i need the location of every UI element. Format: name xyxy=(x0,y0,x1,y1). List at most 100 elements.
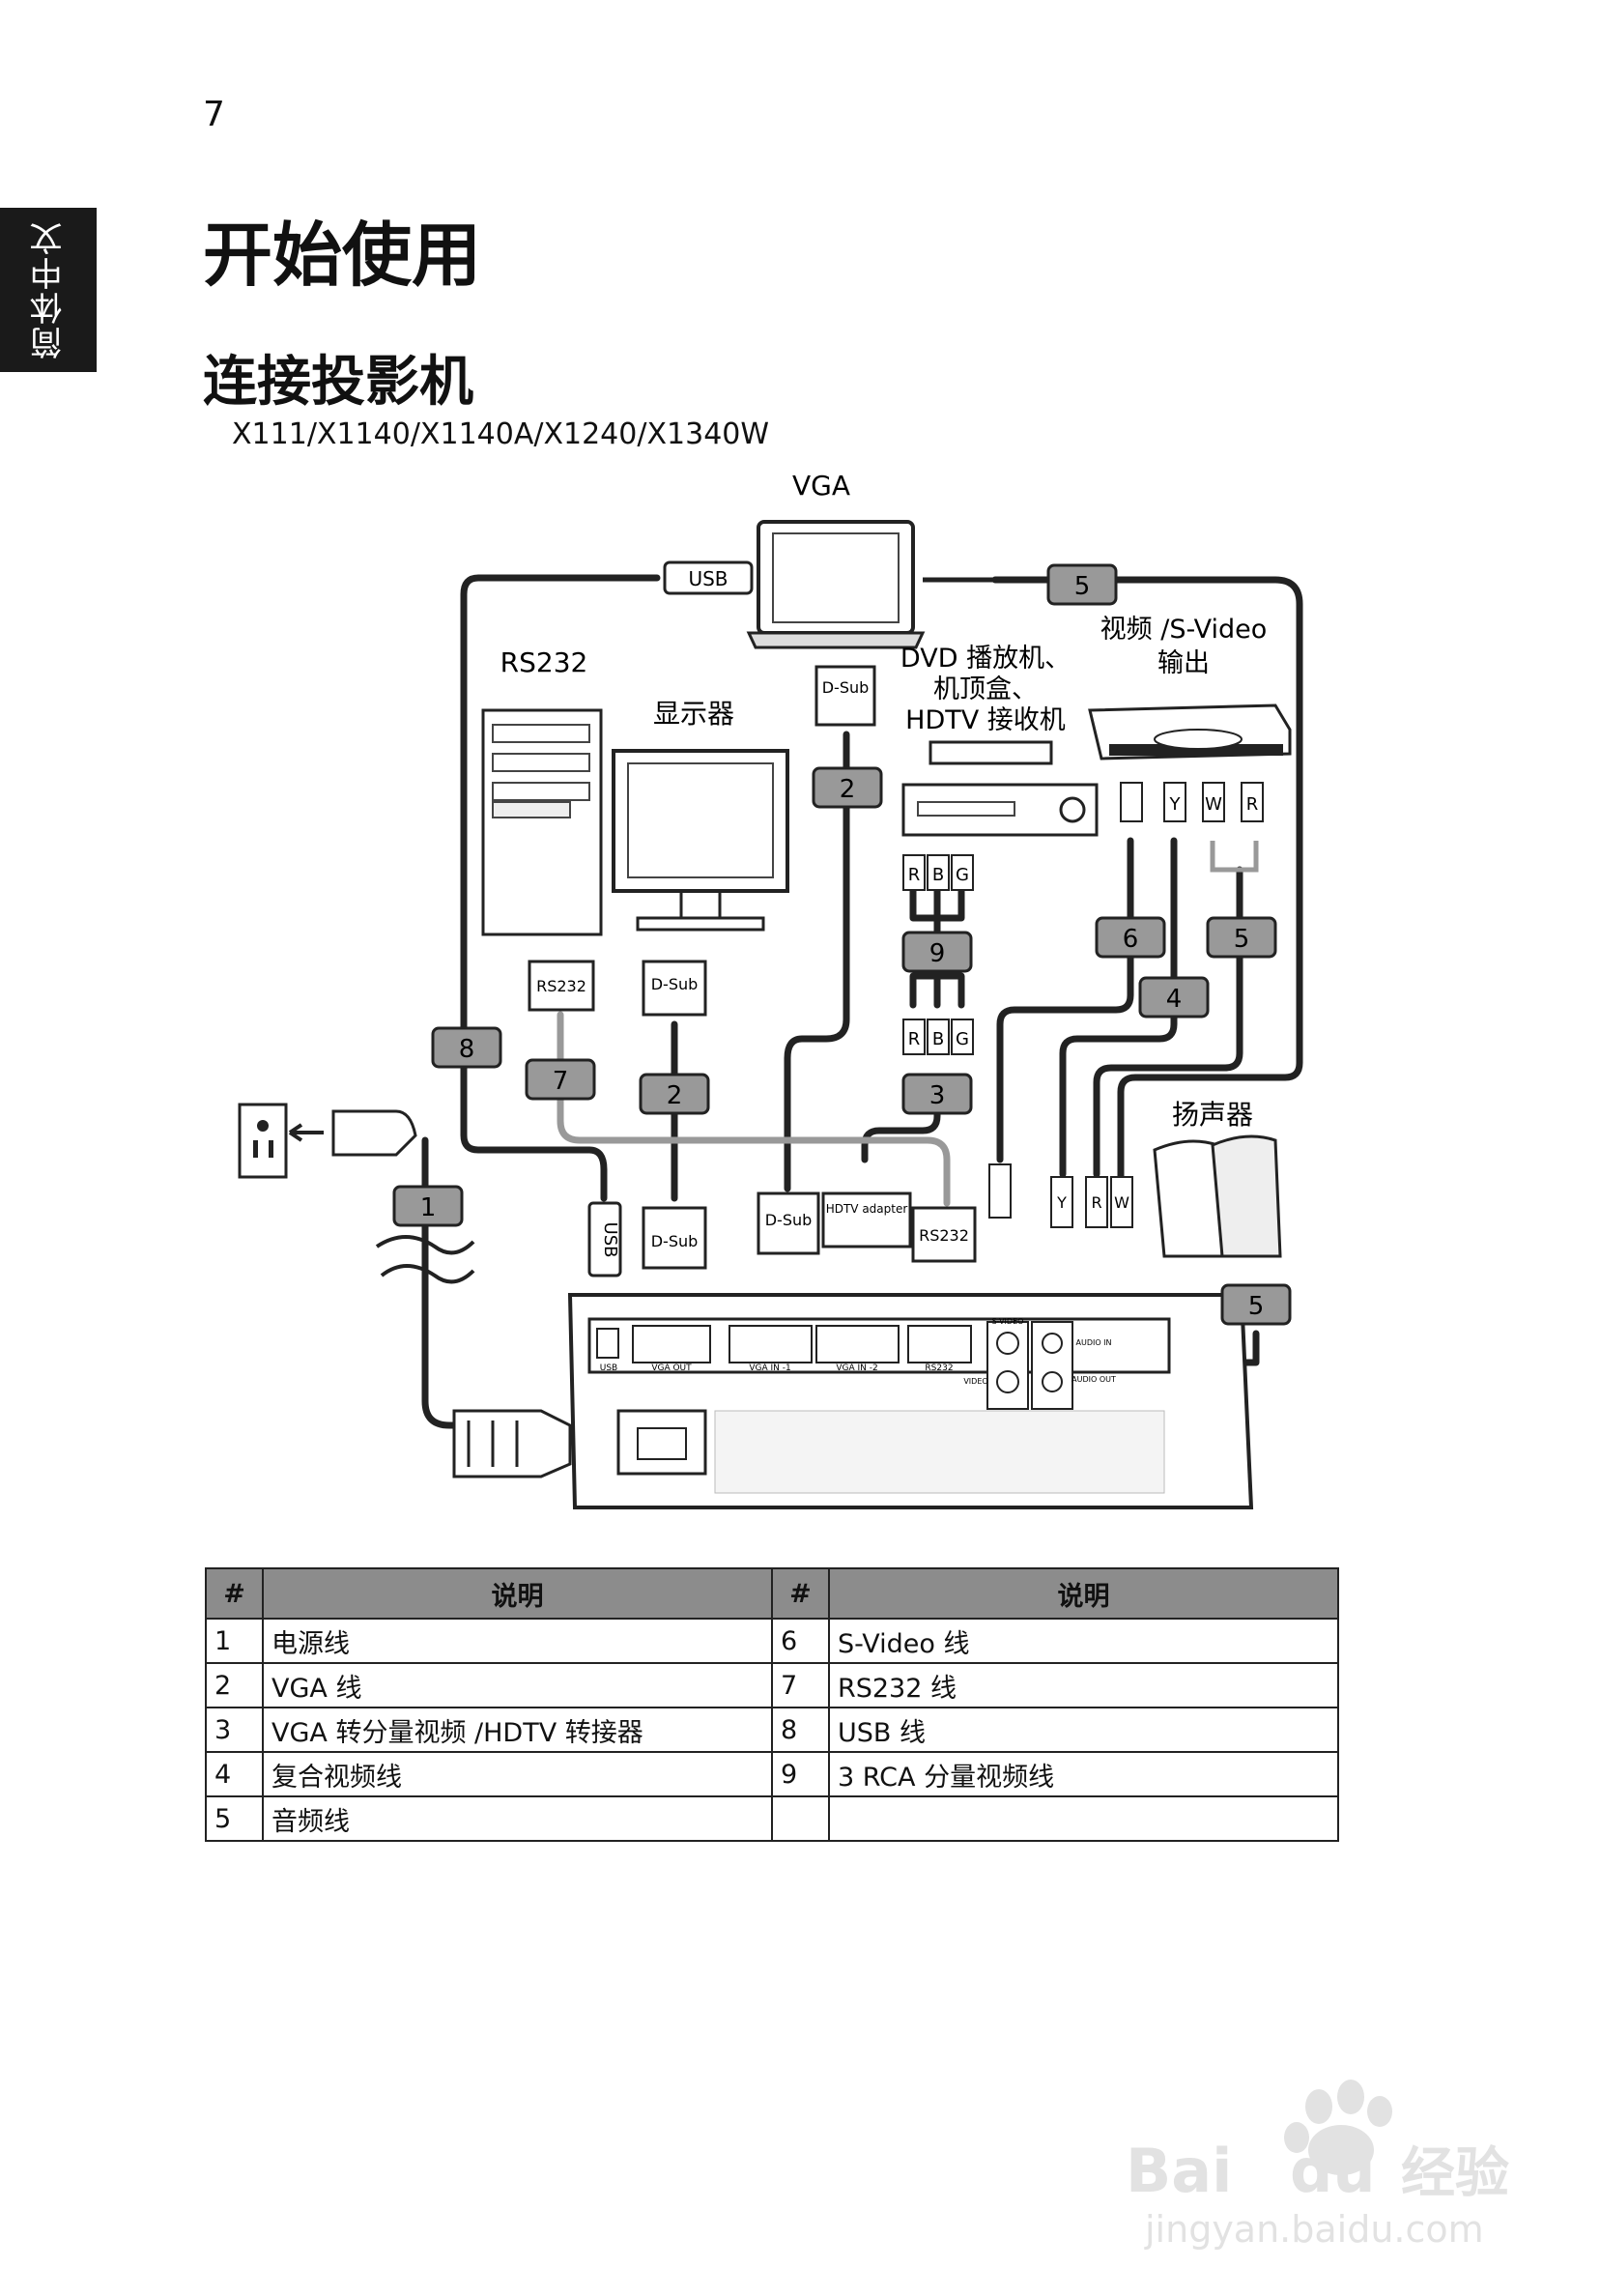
plug-r-label: R xyxy=(1246,794,1259,815)
usb-plug-top: USB xyxy=(663,560,754,595)
watermark-brand: Bai xyxy=(1126,2136,1232,2206)
port-audio-out: AUDIO OUT xyxy=(1071,1375,1116,1384)
plug-w-label: W xyxy=(1205,794,1222,815)
composite-cable xyxy=(1059,837,1178,1178)
callout-8-label: 8 xyxy=(459,1035,475,1064)
callout-5-mid: 5 xyxy=(1206,916,1277,959)
rs232-label: RS232 xyxy=(500,646,588,678)
legend-desc: USB 线 xyxy=(827,1707,1340,1753)
callout-5-top-label: 5 xyxy=(1074,572,1091,601)
callout-1-label: 1 xyxy=(420,1193,437,1222)
plug-y-label: Y xyxy=(1169,794,1182,815)
connection-diagram: VGA USB RS232 显示器 D-Sub DVD 播放机、 机顶盒、 HD… xyxy=(238,470,1303,1509)
rs232-cable xyxy=(557,1011,951,1207)
composite-audio-plugs: Y R W xyxy=(1050,1176,1133,1228)
legend-header-desc: 说明 xyxy=(262,1567,773,1620)
callout-5-bottom: 5 xyxy=(1220,1283,1292,1326)
callout-9-label: 9 xyxy=(929,939,946,968)
callout-5-top: 5 xyxy=(1046,563,1118,606)
composite-plug-y-label: Y xyxy=(1056,1193,1067,1212)
dsub-plug-vga-out: D-Sub xyxy=(642,1206,707,1270)
dvd-label-line1: DVD 播放机、 xyxy=(900,644,1071,674)
legend-desc: 复合视频线 xyxy=(262,1751,773,1797)
callout-7: 7 xyxy=(525,1058,596,1101)
usb-plug-bottom: USB xyxy=(587,1201,622,1277)
legend-header-desc: 说明 xyxy=(827,1567,1340,1620)
legend-desc: 电源线 xyxy=(262,1618,773,1664)
legend-desc: VGA 线 xyxy=(262,1662,773,1708)
port-usb: USB xyxy=(600,1363,617,1373)
rca-g-label-bottom: G xyxy=(956,1029,969,1049)
dsub-connector-monitor: D-Sub xyxy=(642,960,707,1017)
speakers-icon xyxy=(1153,1134,1282,1258)
audio-plug-r-label: R xyxy=(1091,1193,1101,1212)
rca-r-label-bottom: R xyxy=(908,1029,921,1049)
usb-plug-bottom-label: USB xyxy=(600,1222,620,1258)
page-title: 开始使用 xyxy=(203,215,482,296)
legend-desc: VGA 转分量视频 /HDTV 转接器 xyxy=(262,1707,773,1753)
rs232-connector-pc: RS232 xyxy=(528,960,595,1012)
callout-3: 3 xyxy=(901,1073,973,1115)
legend-desc xyxy=(827,1795,1340,1842)
monitor-label: 显示器 xyxy=(653,698,734,730)
rca-r-label-top: R xyxy=(908,865,921,885)
table-row: 5 音频线 xyxy=(205,1795,1340,1842)
audio-plug-w-label: W xyxy=(1114,1193,1129,1212)
video-out-label-line1: 视频 /S-Video xyxy=(1100,615,1268,645)
callout-2-monitor: 2 xyxy=(639,1073,710,1115)
audio-cable-rl xyxy=(1093,866,1243,1178)
port-rs232: RS232 xyxy=(925,1363,953,1373)
callout-2-laptop: 2 xyxy=(812,766,883,809)
port-vga-out: VGA OUT xyxy=(651,1363,692,1373)
rs232-plug-projector: RS232 xyxy=(911,1206,977,1263)
legend-header-num: # xyxy=(205,1567,264,1620)
table-row: 1 电源线 6 S-Video 线 xyxy=(205,1618,1340,1664)
callout-1: 1 xyxy=(392,1185,464,1227)
page-number: 7 xyxy=(203,95,225,134)
callout-6-label: 6 xyxy=(1123,925,1139,954)
legend-num: 3 xyxy=(205,1707,264,1753)
power-cable xyxy=(421,1136,468,1429)
desktop-pc-icon xyxy=(481,708,603,936)
rca-plugs-adapter: R B G xyxy=(902,1019,974,1055)
callout-5-bottom-label: 5 xyxy=(1248,1292,1265,1321)
power-connector-icon xyxy=(452,1409,572,1478)
port-audio-in: AUDIO IN xyxy=(1075,1338,1111,1347)
language-tab: 简体中文 xyxy=(0,208,97,372)
legend-num: 9 xyxy=(770,1751,830,1797)
language-tab-label: 简体中文 xyxy=(29,220,69,359)
watermark-cn: 经验 xyxy=(1401,2142,1509,2205)
rca-audio-junction xyxy=(1210,841,1259,873)
callout-7-label: 7 xyxy=(553,1067,569,1096)
section-title: 连接投影机 xyxy=(203,351,473,414)
wall-outlet-icon xyxy=(238,1103,288,1179)
power-plug-icon xyxy=(288,1109,417,1157)
model-list: X111/X1140/X1140A/X1240/X1340W xyxy=(232,417,770,451)
legend-header-row: # 说明 # 说明 xyxy=(205,1567,1340,1620)
rca-plugs-dvd: R B G xyxy=(902,854,974,891)
usb-plug-top-label: USB xyxy=(688,567,728,590)
rs232-plug-projector-label: RS232 xyxy=(919,1226,969,1245)
monitor-icon xyxy=(612,749,789,932)
callout-2-monitor-label: 2 xyxy=(667,1081,683,1110)
video-source-icon xyxy=(1088,703,1292,761)
laptop-icon xyxy=(746,520,926,649)
port-video: VIDEO xyxy=(963,1377,987,1386)
baidu-jingyan-watermark: Bai du 经验 jingyan.baidu.com xyxy=(1126,2080,1509,2251)
speakers-label: 扬声器 xyxy=(1172,1099,1253,1131)
legend-num: 6 xyxy=(770,1618,830,1664)
callout-9: 9 xyxy=(901,931,973,973)
watermark-brand-du: du xyxy=(1290,2136,1376,2206)
table-row: 4 复合视频线 9 3 RCA 分量视频线 xyxy=(205,1751,1340,1797)
port-s-video: S-VIDEO xyxy=(992,1317,1024,1326)
dsub-plug-vga-in: D-Sub xyxy=(757,1191,820,1255)
projector-icon: USB VGA OUT VGA IN -1 VGA IN -2 RS232 S-… xyxy=(567,1293,1254,1509)
rca-b-label-bottom: B xyxy=(932,1029,944,1049)
dsub-plug-vga-in-label: D-Sub xyxy=(765,1211,813,1229)
cable-break-icon xyxy=(375,1235,475,1284)
watermark-url: jingyan.baidu.com xyxy=(1144,2208,1484,2251)
table-row: 2 VGA 线 7 RS232 线 xyxy=(205,1662,1340,1708)
vga-label: VGA xyxy=(792,470,850,502)
legend-num: 4 xyxy=(205,1751,264,1797)
callout-4: 4 xyxy=(1138,976,1210,1019)
